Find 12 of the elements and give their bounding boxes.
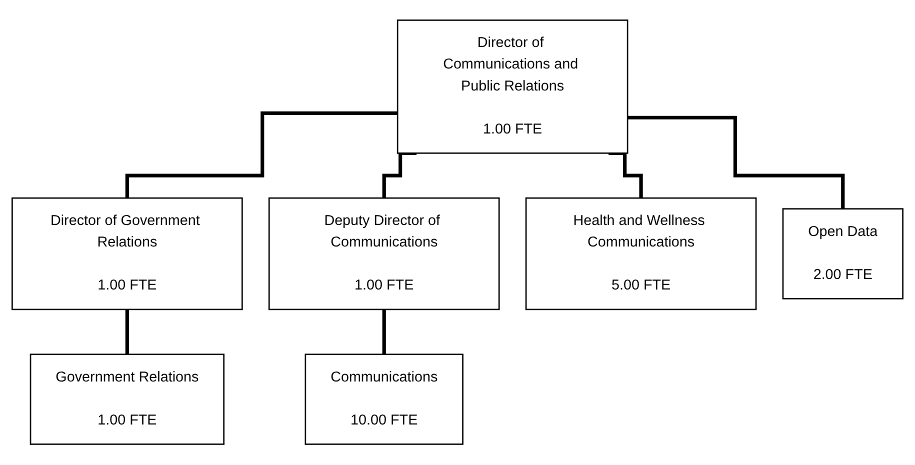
node-box: Health and Wellness Communications 5.00 FTE xyxy=(525,198,757,310)
connector xyxy=(628,116,845,211)
node-box: Director of Communications and Public Relations 1.00 FTE xyxy=(396,20,628,154)
connector xyxy=(382,308,386,356)
node-box: Director of Government Relations 1.00 FTE xyxy=(12,198,243,310)
node-box: Open Data 2.00 FTE xyxy=(782,208,904,300)
connector xyxy=(382,152,417,200)
node-box: Government Relations 1.00 FTE xyxy=(30,354,225,446)
node-box: Communications 10.00 FTE xyxy=(304,354,464,446)
node-box: Deputy Director of Communications 1.00 FTE xyxy=(268,198,500,310)
connector xyxy=(608,152,643,200)
connector xyxy=(125,308,129,356)
